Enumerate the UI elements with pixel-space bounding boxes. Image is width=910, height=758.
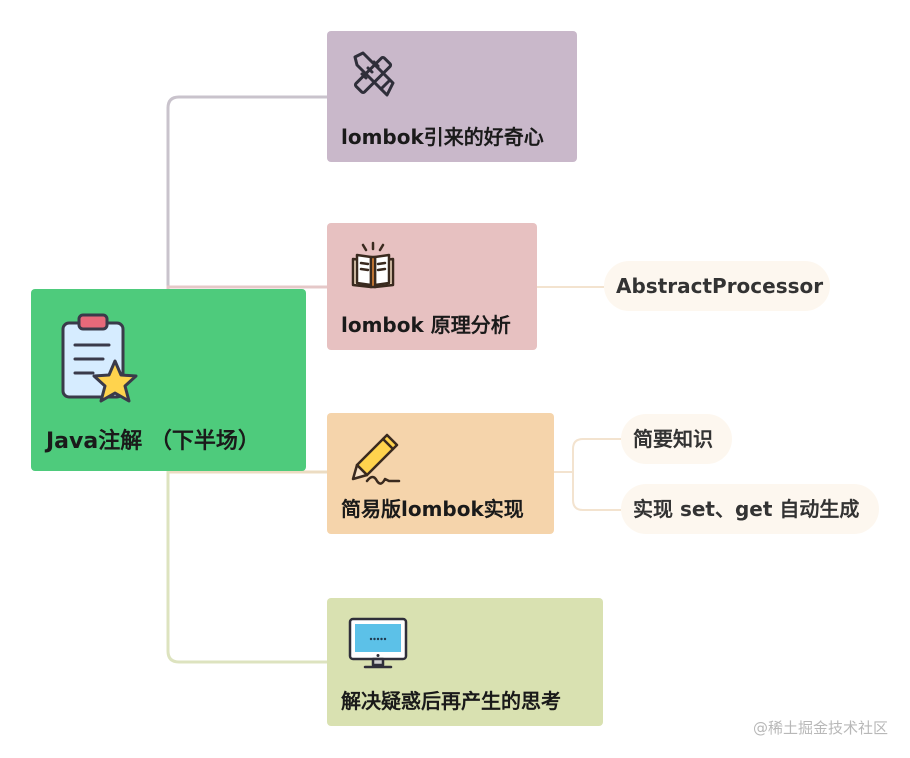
branch-node-principle[interactable]: lombok 原理分析	[327, 223, 537, 350]
child-label: 实现 set、get 自动生成	[633, 497, 860, 521]
connector-child-brief	[554, 438, 621, 473]
open-book-icon	[347, 241, 399, 297]
pencil-ruler-icon	[347, 49, 399, 105]
branch-label: lombok 原理分析	[341, 313, 511, 337]
branch-node-curiosity[interactable]: lombok引来的好奇心	[327, 31, 577, 162]
child-label: 简要知识	[633, 427, 713, 451]
connector-branch-4	[166, 471, 327, 664]
branch-label: lombok引来的好奇心	[341, 125, 544, 149]
child-node-setget-generation[interactable]: 实现 set、get 自动生成	[621, 484, 879, 534]
child-node-brief-knowledge[interactable]: 简要知识	[621, 414, 732, 464]
branch-label: 简易版lombok实现	[341, 497, 524, 521]
connector-branch-3	[166, 470, 327, 474]
pen-signature-icon	[347, 431, 403, 491]
connector-branch-1	[166, 95, 327, 289]
branch-node-simple-impl[interactable]: 简易版lombok实现	[327, 413, 554, 534]
connector-child-setget	[572, 472, 621, 511]
branch-label: 解决疑惑后再产生的思考	[341, 689, 561, 713]
branch-node-reflection[interactable]: 解决疑惑后再产生的思考	[327, 598, 603, 726]
clipboard-star-icon	[59, 309, 139, 408]
root-node[interactable]: Java注解 （下半场）	[31, 289, 306, 471]
child-label: AbstractProcessor	[616, 274, 824, 298]
child-node-abstractprocessor[interactable]: AbstractProcessor	[604, 261, 830, 311]
connector-branch-2	[166, 285, 327, 289]
monitor-icon	[347, 616, 409, 676]
root-label: Java注解 （下半场）	[46, 429, 260, 454]
watermark: @稀土掘金技术社区	[752, 719, 888, 737]
